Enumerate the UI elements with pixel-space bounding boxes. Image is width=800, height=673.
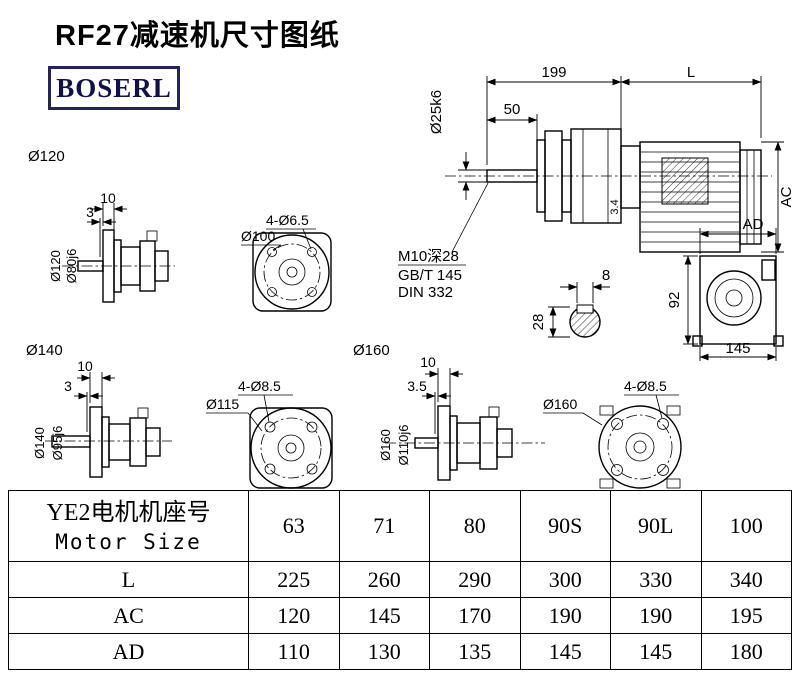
dim-50: 50	[504, 101, 521, 118]
output-side-view: 8 28 AD 92	[530, 216, 784, 361]
flange-160-view: Ø160 10 3.5 Ø160 Ø110j6	[353, 342, 545, 481]
row-label: L	[8, 561, 249, 598]
dim-3: 3	[64, 378, 72, 394]
dim-10: 10	[100, 190, 116, 206]
dim-ac: AC	[778, 186, 795, 207]
pilot-dia-label: Ø95j6	[50, 426, 65, 461]
flange-160-label: Ø160	[353, 342, 390, 359]
front-view-160: Ø160 4-Ø8.5	[543, 378, 682, 489]
standard-note-din: DIN 332	[398, 284, 453, 301]
flange-120-view: Ø120 10 3 Ø120 Ø80j6	[28, 148, 175, 303]
motor-size-col-63: 63	[248, 490, 340, 562]
pilot-dia-label: Ø80j6	[64, 249, 79, 284]
page-title: RF27减速机尺寸图纸	[55, 20, 340, 52]
row-label: AC	[8, 597, 249, 634]
table-cell: 195	[700, 597, 792, 634]
header-en: Motor Size	[55, 529, 202, 554]
logo-text: BOSERL	[56, 72, 172, 103]
motor-size-col-71: 71	[338, 490, 430, 562]
motor-size-col-90l: 90L	[610, 490, 702, 562]
table-row-L: L 225 260 290 300 330 340	[8, 561, 792, 598]
table-cell: 225	[248, 561, 340, 598]
holes-label-160: 4-Ø8.5	[624, 378, 667, 394]
header-motor-size-cell: YE2电机机座号 Motor Size	[8, 490, 249, 562]
table-cell: 290	[429, 561, 521, 598]
header-cn: YE2电机机座号	[46, 500, 211, 527]
table-cell: 120	[248, 597, 340, 634]
front-view-115: 4-Ø8.5 Ø115	[206, 378, 333, 489]
dim-10: 10	[77, 358, 93, 374]
dim-l: L	[687, 64, 695, 81]
bolt-circle-label-115: Ø115	[206, 396, 239, 412]
dim-10: 10	[420, 354, 436, 370]
dim-8: 8	[602, 267, 610, 284]
table-cell: 145	[519, 633, 611, 670]
dim-3: 3	[86, 204, 94, 220]
motor-size-col-80: 80	[429, 490, 521, 562]
flange-140-view: Ø140 10 3 Ø140 Ø95j6	[26, 342, 172, 478]
motor-size-col-100: 100	[700, 490, 792, 562]
flange-140-label: Ø140	[26, 342, 63, 359]
table-row-AD: AD 110 130 135 145 145 180	[8, 633, 792, 670]
table-cell: 180	[700, 633, 792, 670]
dim-28: 28	[530, 314, 547, 331]
dim-3-5: 3.5	[407, 378, 427, 394]
dim-92: 92	[666, 292, 683, 309]
outer-dia-label-160: Ø160	[543, 396, 577, 412]
flange-dia-label: Ø120	[48, 250, 63, 282]
holes-label-115: 4-Ø8.5	[238, 378, 281, 394]
table-cell: 130	[338, 633, 430, 670]
bolt-circle-label-100: Ø100	[241, 228, 275, 244]
table-cell: 190	[519, 597, 611, 634]
dim-ad: AD	[743, 216, 764, 233]
row-label: AD	[8, 633, 249, 670]
table-cell: 330	[610, 561, 702, 598]
table-cell: 300	[519, 561, 611, 598]
table-cell: 145	[338, 597, 430, 634]
main-assembly-view: 199 L 50 Ø25k6 AC 3.4 M10深28	[398, 64, 795, 301]
boserl-logo-box: BOSERL	[48, 66, 180, 110]
table-row-AC: AC 120 145 170 190 190 195	[8, 597, 792, 634]
table-cell: 145	[610, 633, 702, 670]
motor-size-col-90s: 90S	[519, 490, 611, 562]
pilot-dia-label: Ø110j6	[396, 425, 411, 466]
dim-199: 199	[541, 64, 566, 81]
flange-dia-label: Ø140	[32, 427, 47, 459]
flange-120-label: Ø120	[28, 148, 65, 165]
table-cell: 260	[338, 561, 430, 598]
technical-drawings: 199 L 50 Ø25k6 AC 3.4 M10深28	[26, 64, 795, 489]
dim-145: 145	[725, 340, 750, 357]
standard-note-gbt: GB/T 145	[398, 267, 462, 284]
front-view-100: 4-Ø6.5 Ø100	[241, 212, 332, 312]
shaft-diameter-label: Ø25k6	[428, 90, 445, 134]
dim-3-4: 3.4	[609, 199, 621, 214]
dimension-table: YE2电机机座号 Motor Size 63 71 80 90S 90L 100…	[8, 490, 792, 670]
table-header-row: YE2电机机座号 Motor Size 63 71 80 90S 90L 100	[8, 490, 792, 562]
table-cell: 135	[429, 633, 521, 670]
thread-note: M10深28	[398, 248, 459, 265]
table-cell: 170	[429, 597, 521, 634]
table-cell: 190	[610, 597, 702, 634]
holes-label-100: 4-Ø6.5	[266, 212, 309, 228]
table-cell: 340	[700, 561, 792, 598]
table-cell: 110	[248, 633, 340, 670]
flange-dia-label: Ø160	[378, 429, 393, 461]
